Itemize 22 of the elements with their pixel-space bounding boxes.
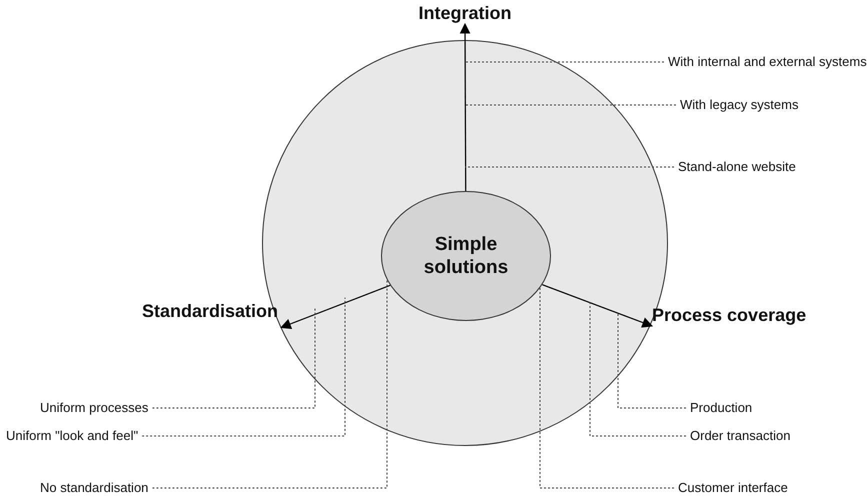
leader-text: Stand-alone website [678,159,796,175]
leader-line [618,312,686,408]
leader-line [142,297,346,436]
leader-text: Production [690,400,752,416]
leader-line [540,288,674,488]
leader-text: Order transaction [690,428,790,444]
axis-label: Integration [410,2,520,24]
leader-line [464,104,676,106]
arrow [280,284,390,330]
leader-text: Uniform "look and feel" [6,428,138,444]
leader-text: With legacy systems [680,97,798,113]
arrow [542,284,653,328]
leader-line [590,302,686,436]
leader-text: Uniform processes [40,400,148,416]
leader-line [152,308,316,408]
leader-text: No standardisation [40,480,148,496]
center-label: Simple solutions [422,233,510,279]
leader-text: Customer interface [678,480,788,496]
leader-line [464,166,674,168]
arrow [460,22,470,191]
axis-label: Process coverage [652,304,852,326]
leader-text: With internal and external systems [668,54,867,70]
